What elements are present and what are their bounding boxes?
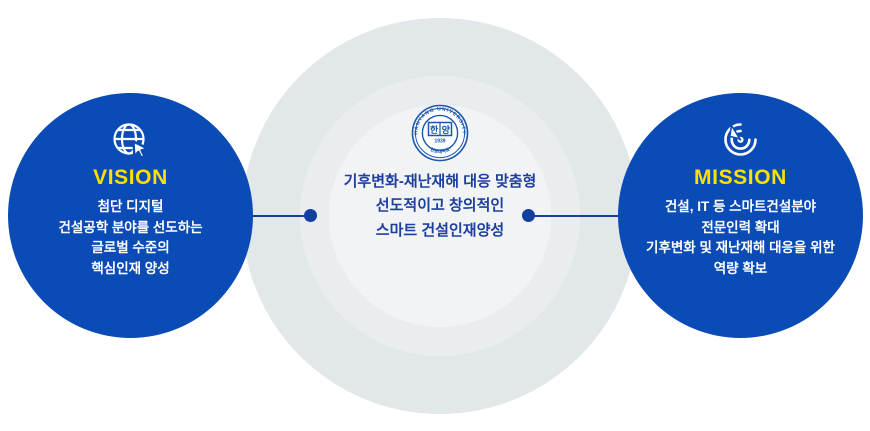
vision-line-1: 첨단 디지털: [97, 199, 164, 214]
mission-circle[interactable]: MISSION 건설, IT 등 스마트건설분야 전문인력 확대 기후변화 및 …: [618, 93, 863, 338]
center-line-2: 선도적이고 창의적인: [375, 197, 505, 215]
globe-cursor-icon: [109, 119, 153, 163]
mission-line-1: 건설, IT 등 스마트건설분야: [664, 199, 817, 214]
vision-line-2: 건설공학 분야를 선도하는: [58, 219, 203, 235]
mission-line-4: 역량 확보: [713, 260, 768, 276]
vision-line-4: 핵심인재 양성: [91, 260, 170, 276]
svg-text:· 한양대학교 ·: · 한양대학교 ·: [427, 145, 453, 155]
connector-dot-right: [522, 209, 535, 222]
center-line-3: 스마트 건설인재양성: [375, 221, 505, 239]
connector-line-right: [528, 215, 618, 217]
vision-circle[interactable]: VISION 첨단 디지털 건설공학 분야를 선도하는 글로벌 수준의 핵심인재…: [8, 93, 253, 338]
connector-line-left: [252, 215, 314, 217]
mission-title: MISSION: [694, 166, 787, 189]
mission-body: 건설, IT 등 스마트건설분야 전문인력 확대 기후변화 및 재난재해 대응을…: [636, 197, 845, 280]
mission-line-3: 기후변화 및 재난재해 대응을 위한: [646, 240, 835, 256]
center-line-1: 기후변화-재난재해 대응 맞춤형: [343, 173, 537, 190]
svg-text:양: 양: [442, 124, 451, 136]
hanyang-university-seal-icon: HANYANG UNIVERSITY · 한양대학교 · 한 양 1939: [411, 104, 469, 162]
target-arrow-icon: [719, 119, 763, 163]
connector-dot-left: [304, 209, 317, 222]
mission-line-2: 전문인력 확대: [701, 219, 780, 235]
center-statement-block: HANYANG UNIVERSITY · 한양대학교 · 한 양 1939 기후…: [300, 104, 580, 243]
vision-title: VISION: [93, 166, 168, 189]
center-statement-text: 기후변화-재난재해 대응 맞춤형 선도적이고 창의적인 스마트 건설인재양성: [344, 170, 537, 243]
vision-line-3: 글로벌 수준의: [91, 240, 170, 256]
svg-text:한: 한: [430, 124, 439, 136]
svg-text:1939: 1939: [434, 138, 445, 144]
vision-body: 첨단 디지털 건설공학 분야를 선도하는 글로벌 수준의 핵심인재 양성: [48, 197, 212, 280]
